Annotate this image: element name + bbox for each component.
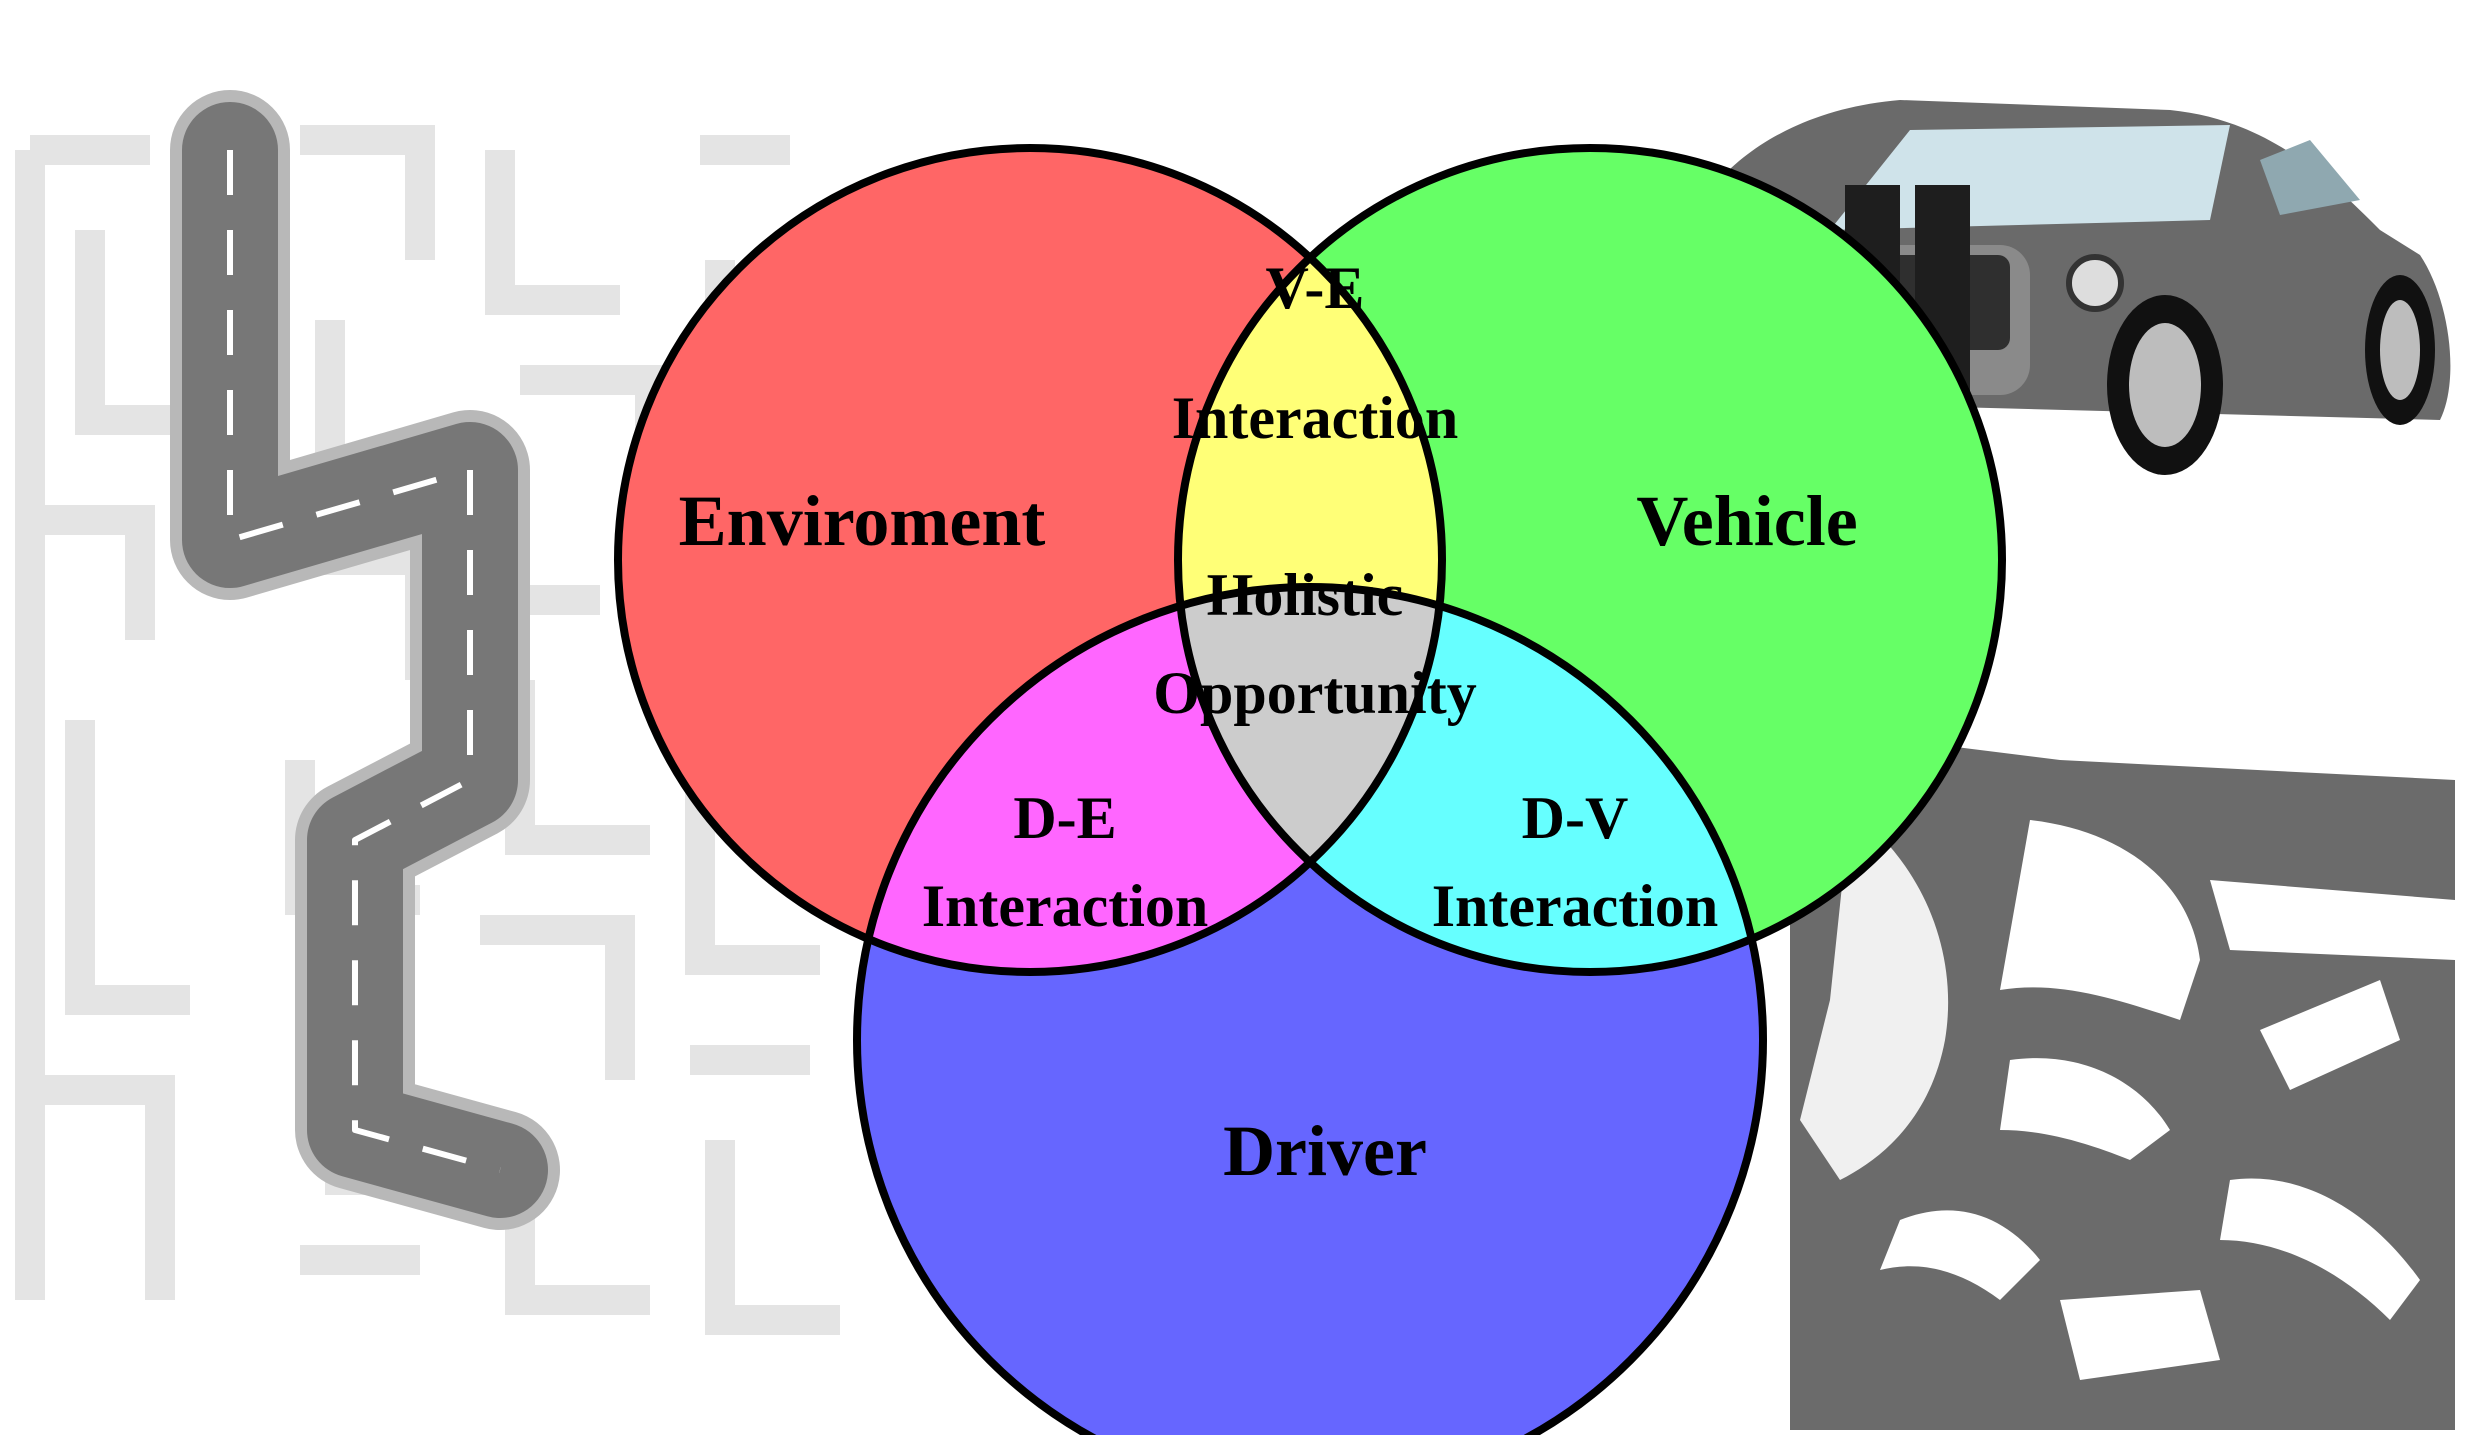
vehicle-outline: [1174, 144, 2006, 976]
driver-label: Driver: [1223, 1111, 1427, 1191]
ve-label-line2: Interaction: [1172, 385, 1459, 451]
dv-label-line1: D-V: [1522, 785, 1629, 851]
de-intersection-region: [857, 587, 1442, 972]
de-label-line1: D-E: [1013, 785, 1116, 851]
de-label-line2: Interaction: [922, 873, 1209, 939]
environment-label: Enviroment: [679, 481, 1046, 561]
ve-label-line1: V-E: [1266, 255, 1365, 321]
dv-intersection-region: [1178, 587, 1763, 972]
driver-outline: [853, 583, 1767, 1435]
center-label-line1: Holistic: [1207, 562, 1404, 628]
venn-circles: [614, 144, 2006, 1435]
environment-outline: [614, 144, 1446, 976]
venn-labels: Enviroment Vehicle Driver V-E Interactio…: [679, 255, 1858, 1191]
dv-label-line2: Interaction: [1432, 873, 1719, 939]
vehicle-label: Vehicle: [1636, 481, 1857, 561]
driver-at-wheel-stencil: [1790, 740, 2455, 1430]
center-label-line2: Opportunity: [1153, 660, 1476, 726]
winding-road-illustration: [170, 90, 560, 1230]
